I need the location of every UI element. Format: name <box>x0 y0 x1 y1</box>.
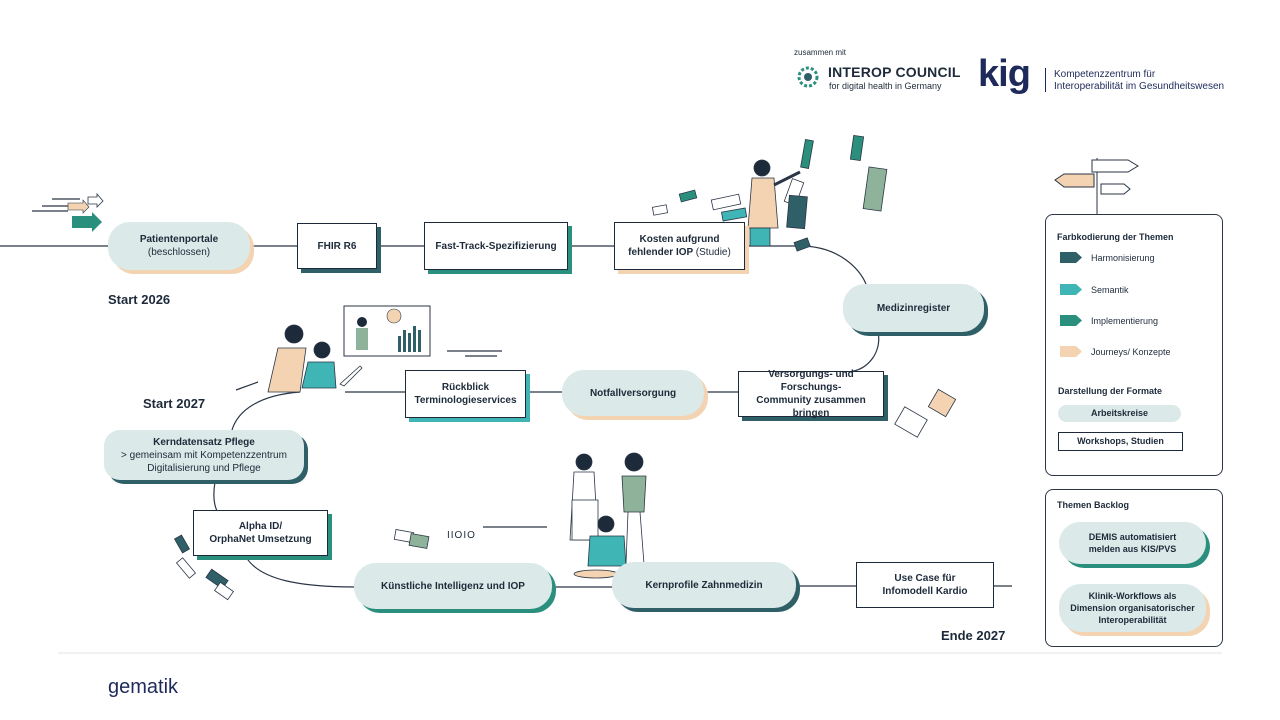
legend-item-implementierung: Implementierung <box>1091 316 1159 326</box>
node-title: Kernprofile Zahnmedizin <box>645 579 763 591</box>
node-fast-track[interactable]: Fast-Track-Spezifizierung <box>424 222 568 270</box>
backlog-item-line3: Interoperabilität <box>1098 615 1167 625</box>
node-subtitle: (Studie) <box>695 247 731 258</box>
node-alpha-id[interactable]: Alpha ID/ OrphaNet Umsetzung <box>193 510 328 556</box>
semantik-arrow-icon <box>1060 284 1082 295</box>
node-title: Medizinregister <box>876 302 951 314</box>
paper-cards-decor <box>173 134 957 601</box>
backlog-title: Themen Backlog <box>1057 500 1130 510</box>
node-title-line1: Use Case für <box>894 573 956 584</box>
backlog-item-demis[interactable]: DEMIS automatisiert melden aus KIS/PVS <box>1059 522 1206 564</box>
interop-council-logo-icon <box>797 66 819 88</box>
kig-logo: kig <box>978 53 1031 95</box>
node-subtitle: (beschlossen) <box>147 247 211 258</box>
formats-title: Darstellung der Formate <box>1058 386 1163 396</box>
node-kosten-iop[interactable]: Kosten aufgrund fehlender IOP (Studie) <box>614 222 745 270</box>
node-notfallversorgung[interactable]: Notfallversorgung <box>562 370 704 416</box>
kig-divider <box>1045 68 1046 92</box>
node-title: FHIR R6 <box>317 240 357 252</box>
format-box-workshops: Workshops, Studien <box>1058 432 1183 451</box>
format-pill-label: Arbeitskreise <box>1090 408 1149 418</box>
interop-council-subtitle: for digital health in Germany <box>829 81 942 91</box>
node-title-line1: Kosten aufgrund <box>639 234 720 245</box>
journeys-arrow-icon <box>1060 346 1082 357</box>
node-title-line1: Rückblick <box>441 382 490 393</box>
milestone-end-2027: Ende 2027 <box>941 628 1006 643</box>
legend-item-journeys: Journeys/ Konzepte <box>1091 347 1171 357</box>
gematik-logo: gematik <box>108 676 179 698</box>
node-title: Kerndatensatz Pflege <box>153 436 255 448</box>
kig-tagline-line2: Interoperabilität im Gesundheitswesen <box>1054 81 1225 92</box>
format-box-label: Workshops, Studien <box>1077 436 1164 446</box>
node-fhir-r6[interactable]: FHIR R6 <box>297 223 377 269</box>
backlog-item-line1: Klinik-Workflows als <box>1088 591 1177 601</box>
backlog-item-line2: melden aus KIS/PVS <box>1088 544 1177 554</box>
node-title: Notfallversorgung <box>589 387 677 399</box>
node-title: Patientenportale <box>139 234 219 245</box>
node-title-line1: Versorgungs- und Forschungs- <box>768 369 854 393</box>
node-title-line2: Terminologieservices <box>414 395 517 406</box>
node-title: Künstliche Intelligenz und IOP <box>381 580 525 592</box>
node-title-line2: OrphaNet Umsetzung <box>209 534 312 545</box>
legend-title: Farbkodierung der Themen <box>1057 232 1174 242</box>
node-title-line2: Infomodell Kardio <box>882 586 968 597</box>
backlog-item-line1: DEMIS automatisiert <box>1088 532 1177 542</box>
node-title-line2: Community zusammen bringen <box>756 395 866 419</box>
harmonisierung-arrow-icon <box>1060 252 1082 263</box>
node-patientenportale[interactable]: Patientenportale (beschlossen) <box>108 222 250 270</box>
arrow-icon <box>67 192 104 232</box>
signpost-icon <box>1054 158 1139 214</box>
node-kuenstliche-intelligenz[interactable]: Künstliche Intelligenz und IOP <box>354 563 552 609</box>
legend-item-harmonisierung: Harmonisierung <box>1091 253 1155 263</box>
node-rueckblick-terminologie[interactable]: Rückblick Terminologieservices <box>405 370 526 418</box>
backlog-item-line2: Dimension organisatorischer <box>1070 603 1195 613</box>
node-medizinregister[interactable]: Medizinregister <box>843 284 984 332</box>
backlog-item-klinik-workflows[interactable]: Klinik-Workflows als Dimension organisat… <box>1059 584 1206 632</box>
binary-decor: IIOIO <box>447 530 476 541</box>
node-kerndatensatz-pflege[interactable]: Kerndatensatz Pflege > gemeinsam mit Kom… <box>104 430 304 480</box>
node-kernprofile-zahnmedizin[interactable]: Kernprofile Zahnmedizin <box>612 562 796 608</box>
together-with-label: zusammen mit <box>794 48 847 57</box>
interop-council-title: INTEROP COUNCIL <box>828 64 961 80</box>
presentation-illustration <box>343 305 431 357</box>
node-subtitle-line1: > gemeinsam mit Kompetenzzentrum <box>121 449 287 461</box>
team-illustration <box>267 324 363 393</box>
node-title-line2: fehlender IOP <box>628 247 694 258</box>
node-subtitle-line2: Digitalisierung und Pflege <box>147 462 261 474</box>
kig-tagline-line1: Kompetenzzentrum für <box>1054 69 1156 80</box>
group-illustration <box>569 452 647 579</box>
implementierung-arrow-icon <box>1060 315 1082 326</box>
node-use-case-kardio[interactable]: Use Case für Infomodell Kardio <box>856 562 994 608</box>
node-title: Fast-Track-Spezifizierung <box>435 240 557 252</box>
milestone-start-2026: Start 2026 <box>108 292 171 307</box>
format-pill-arbeitskreise: Arbeitskreise <box>1058 405 1181 422</box>
person-illustration <box>747 159 801 247</box>
milestone-start-2027: Start 2027 <box>143 396 206 411</box>
kig-tagline: Kompetenzzentrum für Interoperabilität i… <box>1054 69 1224 93</box>
node-title-line1: Alpha ID/ <box>238 521 283 532</box>
node-versorgung-forschung[interactable]: Versorgungs- und Forschungs- Community z… <box>738 369 884 419</box>
legend-item-semantik: Semantik <box>1091 285 1129 295</box>
